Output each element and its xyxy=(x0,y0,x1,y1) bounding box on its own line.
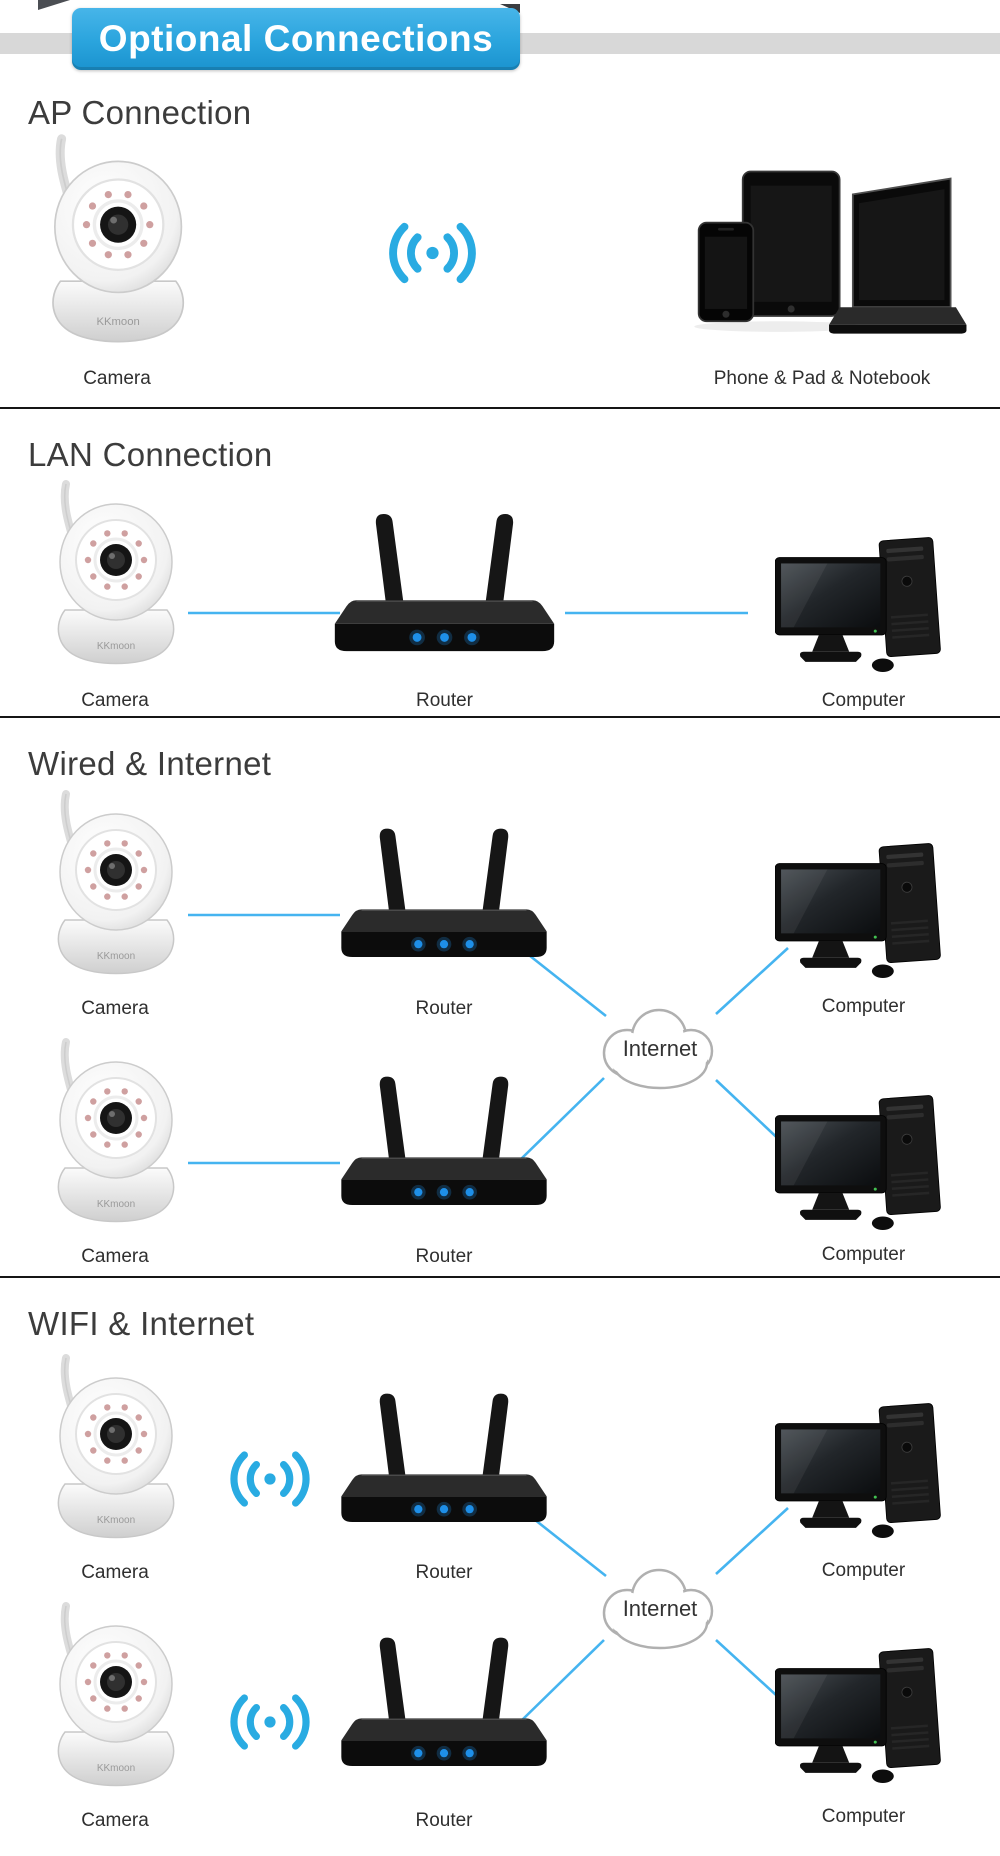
camera-graphic xyxy=(40,788,190,988)
camera-graphic xyxy=(32,132,202,358)
banner-fold-left xyxy=(38,0,70,10)
computer-graphic xyxy=(775,1094,942,1231)
section-heading-wired: Wired & Internet xyxy=(28,745,272,782)
computer-illustration xyxy=(775,1645,952,1788)
camera-label: Camera xyxy=(83,368,151,389)
camera-graphic xyxy=(40,1036,190,1236)
computer-illustration xyxy=(775,534,952,677)
internet-cloud: Internet xyxy=(585,1557,735,1657)
router-graphic xyxy=(340,1392,548,1523)
camera-graphic xyxy=(40,1352,190,1552)
router-label: Router xyxy=(415,1810,473,1831)
computer-label: Computer xyxy=(821,1806,906,1827)
router-graphic xyxy=(334,513,555,652)
router-illustration xyxy=(334,823,554,970)
router-illustration xyxy=(334,1388,554,1535)
camera-graphic xyxy=(40,478,190,678)
internet-cloud-label: Internet xyxy=(622,1596,698,1621)
section-divider xyxy=(0,1276,1000,1278)
devices-label: Phone & Pad & Notebook xyxy=(713,368,931,389)
router-label: Router xyxy=(415,690,474,711)
camera-label: Camera xyxy=(81,690,149,711)
camera-illustration xyxy=(32,132,202,358)
camera-illustration xyxy=(40,788,190,988)
section-heading-ap: AP Connection xyxy=(28,94,252,131)
camera-label: Camera xyxy=(81,998,149,1019)
devices-illustration xyxy=(672,168,972,353)
computer-illustration xyxy=(775,1092,952,1235)
camera-label: Camera xyxy=(81,1562,149,1583)
computer-label: Computer xyxy=(821,690,906,711)
router-graphic xyxy=(340,1075,548,1206)
computer-illustration xyxy=(775,1400,952,1543)
computer-graphic xyxy=(775,536,942,673)
computer-label: Computer xyxy=(821,1560,906,1581)
section-divider xyxy=(0,716,1000,718)
computer-illustration xyxy=(775,840,952,983)
router-illustration xyxy=(334,1071,554,1218)
camera-graphic xyxy=(40,1600,190,1800)
banner-title: Optional Connections xyxy=(98,18,494,59)
camera-illustration xyxy=(40,1600,190,1800)
router-graphic xyxy=(340,1636,548,1767)
computer-label: Computer xyxy=(821,996,906,1017)
computer-label: Computer xyxy=(821,1244,906,1265)
computer-graphic xyxy=(775,1647,942,1784)
router-illustration xyxy=(327,508,562,665)
router-illustration xyxy=(334,1632,554,1779)
router-graphic xyxy=(340,827,548,958)
camera-label: Camera xyxy=(81,1810,149,1831)
wifi-graphic xyxy=(222,1445,318,1513)
section-heading-wifi: WIFI & Internet xyxy=(28,1305,255,1342)
banner: Optional Connections xyxy=(72,8,520,70)
camera-illustration xyxy=(40,478,190,678)
camera-label: Camera xyxy=(81,1246,149,1267)
wifi-signal-icon xyxy=(222,1688,318,1756)
wifi-signal-icon xyxy=(222,1445,318,1513)
wifi-graphic xyxy=(222,1688,318,1756)
section-divider xyxy=(0,407,1000,409)
section-heading-lan: LAN Connection xyxy=(28,436,273,473)
computer-graphic xyxy=(775,842,942,979)
internet-cloud: Internet xyxy=(585,997,735,1097)
computer-graphic xyxy=(775,1402,942,1539)
camera-illustration xyxy=(40,1036,190,1236)
wifi-graphic xyxy=(380,216,485,290)
wifi-signal-icon xyxy=(380,216,485,290)
router-label: Router xyxy=(415,1562,473,1583)
router-label: Router xyxy=(415,998,473,1019)
camera-illustration xyxy=(40,1352,190,1552)
router-label: Router xyxy=(415,1246,473,1267)
devices-graphic xyxy=(693,170,968,335)
internet-cloud-label: Internet xyxy=(622,1036,698,1061)
